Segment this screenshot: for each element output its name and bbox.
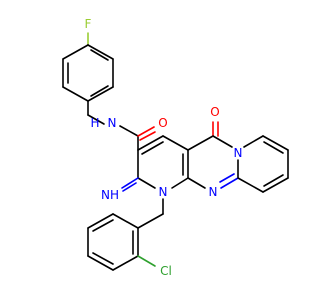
bond-c-imine bbox=[121, 177, 139, 189]
bond-ring-b-double bbox=[141, 141, 164, 155]
bond-ring-c bbox=[187, 135, 214, 151]
ring-nitrogen-label: N bbox=[209, 185, 218, 199]
amide-nitrogen-label: N bbox=[108, 116, 117, 130]
bond-ch2-aryl bbox=[137, 213, 164, 229]
bond-ch2-n bbox=[87, 114, 105, 125]
amide-hydrogen-label: H bbox=[90, 116, 99, 130]
bond-ring-b bbox=[171, 177, 189, 189]
bond-n-c-amide bbox=[119, 125, 139, 137]
bond-c-cl bbox=[137, 255, 156, 267]
bond-fluoro-ring bbox=[87, 86, 114, 102]
bond-chloro-ring-double bbox=[92, 219, 114, 232]
bond-chloro-ring bbox=[112, 213, 139, 229]
imine-nh-label: NH bbox=[101, 188, 119, 202]
bond-ring-b bbox=[162, 135, 189, 151]
bond-chloro-ring bbox=[87, 255, 114, 271]
molecule-structure-diagram: F N H O O NH N N N Cl bbox=[62, 17, 289, 278]
bonds bbox=[62, 32, 289, 271]
bond-fluoro-ring-double bbox=[90, 85, 109, 97]
bond-ring-d bbox=[243, 135, 264, 148]
bond-ring-c-double bbox=[220, 177, 239, 189]
bond-c-imine bbox=[122, 182, 137, 192]
bond-ring-d bbox=[237, 177, 264, 193]
amide-oxygen-label: O bbox=[158, 116, 167, 130]
bond-chloro-ring bbox=[87, 213, 114, 229]
bond-chloro-ring bbox=[112, 255, 139, 271]
bond-ring-d-double bbox=[263, 174, 284, 187]
bond-ring-d bbox=[262, 135, 289, 151]
bond-chloro-ring-double bbox=[92, 252, 114, 265]
bond-ring-d-double bbox=[263, 141, 284, 154]
bond-ring-d bbox=[262, 177, 289, 193]
atom-labels: F N H O O NH N N N Cl bbox=[85, 17, 243, 278]
bond-fluoro-ring-double bbox=[90, 49, 109, 61]
chlorine-label: Cl bbox=[160, 264, 172, 278]
bond-fluoro-ring bbox=[62, 86, 89, 102]
bond-ring-c bbox=[187, 177, 206, 189]
bond-ring-c-double bbox=[219, 173, 235, 183]
bond-c-o-double bbox=[139, 131, 156, 141]
fluorine-label: F bbox=[85, 17, 92, 31]
bond-ring-c bbox=[212, 135, 233, 148]
bond-fluoro-ring bbox=[62, 44, 89, 60]
bond-c-o-double bbox=[137, 126, 155, 137]
bond-ring-b bbox=[137, 177, 156, 189]
ketone-oxygen-label: O bbox=[210, 105, 219, 119]
ring-nitrogen-label: N bbox=[234, 146, 243, 160]
bond-fluoro-ring bbox=[87, 44, 114, 60]
bond-ring-b bbox=[137, 135, 164, 151]
ring-nitrogen-label: N bbox=[159, 185, 168, 199]
